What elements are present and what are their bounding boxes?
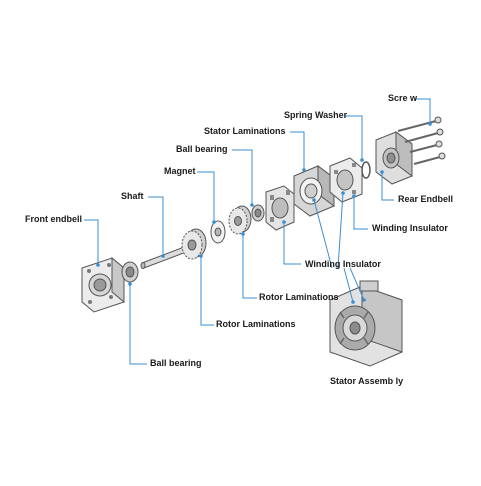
label-front-endbell: Front endbell: [25, 214, 82, 224]
leader-screw: [414, 98, 431, 124]
winding-insulator-rear-part: [329, 157, 363, 203]
spring-washer-part: [361, 161, 371, 179]
label-shaft: Shaft: [121, 191, 144, 201]
leader-magnet: [197, 171, 215, 222]
leader-stator-laminations: [290, 131, 305, 170]
rear-ball-bearing-part: [251, 204, 265, 222]
rear-endbell-part: [375, 131, 413, 185]
rotor-lamination-rear-part: [228, 205, 252, 235]
leader-spring-washer: [345, 115, 363, 160]
leader-rotor-laminations-low: [200, 256, 214, 326]
label-ball-bearing-bottom: Ball bearing: [150, 358, 202, 368]
label-stator-laminations: Stator Laminations: [204, 126, 286, 136]
winding-insulator-front-part: [265, 185, 295, 231]
leader-dots: [96, 122, 432, 304]
leader-winding-insulator-fan-2: [337, 192, 344, 269]
magnet-part: [210, 220, 226, 244]
label-ball-bearing-top: Ball bearing: [176, 144, 228, 154]
leader-rotor-laminations-mid: [242, 234, 257, 299]
rotor-lamination-front-part: [181, 228, 207, 260]
stator-laminations-part: [293, 165, 335, 217]
leader-rear-endbell: [381, 172, 394, 201]
leader-ball-bearing-top: [232, 149, 253, 205]
front-ball-bearing-part: [121, 261, 139, 283]
leader-lines: [84, 98, 431, 365]
leader-winding-insulator-fan-3: [343, 267, 354, 303]
label-rotor-laminations-low: Rotor Laminations: [216, 319, 296, 329]
label-rotor-laminations-mid: Rotor Laminations: [259, 292, 339, 302]
screws-part: [397, 116, 446, 165]
label-magnet: Magnet: [164, 166, 196, 176]
front-endbell-part: [81, 256, 125, 313]
label-rear-endbell: Rear Endbell: [398, 194, 454, 204]
leader-winding-insulator-fan-1: [313, 199, 333, 269]
stator-assembly-part: [329, 280, 403, 367]
leader-winding-insulator-fan-4: [349, 267, 365, 301]
label-winding-insulator-right: Winding Insulator: [372, 223, 448, 233]
leader-winding-insulator-right: [353, 196, 368, 230]
leader-winding-insulator-center: [283, 222, 301, 265]
leader-shaft: [148, 196, 164, 256]
label-winding-insulator-center: Winding Insulator: [305, 259, 381, 269]
label-stator-assembly: Stator Assemb ly: [330, 376, 404, 386]
label-screw: Scre w: [388, 93, 418, 103]
leader-front-endbell: [84, 219, 99, 265]
leader-ball-bearing-bottom: [129, 284, 147, 365]
label-spring-washer: Spring Washer: [284, 110, 348, 120]
